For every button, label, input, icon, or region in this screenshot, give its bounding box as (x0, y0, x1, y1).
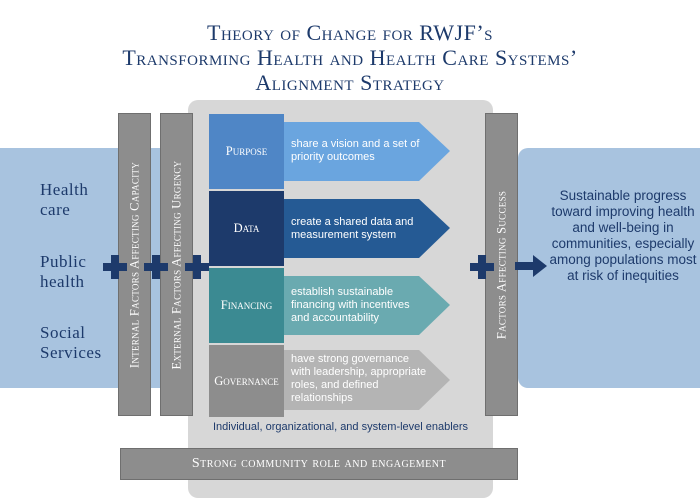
outcome-panel (518, 148, 700, 388)
external-factors-label: External Factors Affecting Urgency (169, 160, 183, 369)
sector-social-services: Social Services (40, 323, 102, 363)
row-label-governance: Governance (209, 345, 284, 417)
plus-icon (185, 255, 209, 279)
row-label-purpose: Purpose (209, 114, 284, 189)
arrow-governance (284, 350, 450, 410)
sector-line: Public (40, 252, 87, 271)
sector-line: Services (40, 343, 102, 362)
internal-factors-label: Internal Factors Affecting Capacity (127, 161, 141, 368)
row-label-financing: Financing (209, 268, 284, 343)
row-label-data: Data (209, 191, 284, 266)
arrow-purpose (284, 122, 450, 181)
row-text-financing: establish sustainable financing with inc… (291, 286, 410, 324)
enablers-text: Individual, organizational, and system-l… (213, 421, 468, 433)
row-text-purpose: share a vision and a set of priority out… (291, 138, 420, 163)
plus-icon (470, 255, 494, 279)
outcome-text: Sustainable progress toward improving he… (549, 188, 697, 283)
arrow-financing (284, 276, 450, 335)
row-text-data: create a shared data and measurement sys… (291, 216, 414, 241)
sector-line: health (40, 272, 85, 291)
component-arrows (284, 122, 450, 410)
sector-line: care (40, 200, 71, 219)
sector-health-care: Health care (40, 180, 88, 220)
community-role-bar: Strong community role and engagement (120, 448, 518, 480)
title-line-1: Theory of Change for RWJF’s (207, 20, 493, 45)
title-line-3: Alignment Strategy (255, 70, 445, 95)
right-arrow-icon (515, 255, 547, 277)
row-text-governance: have strong governance with leadership, … (291, 353, 427, 404)
arrow-data (284, 199, 450, 258)
plus-icon (144, 255, 168, 279)
title-line-2: Transforming Health and Health Care Syst… (122, 45, 578, 70)
success-factors-label: Factors Affecting Success (494, 190, 508, 339)
sector-line: Social (40, 323, 86, 342)
plus-icon (103, 255, 127, 279)
sector-public-health: Public health (40, 252, 86, 292)
sector-line: Health (40, 180, 89, 199)
